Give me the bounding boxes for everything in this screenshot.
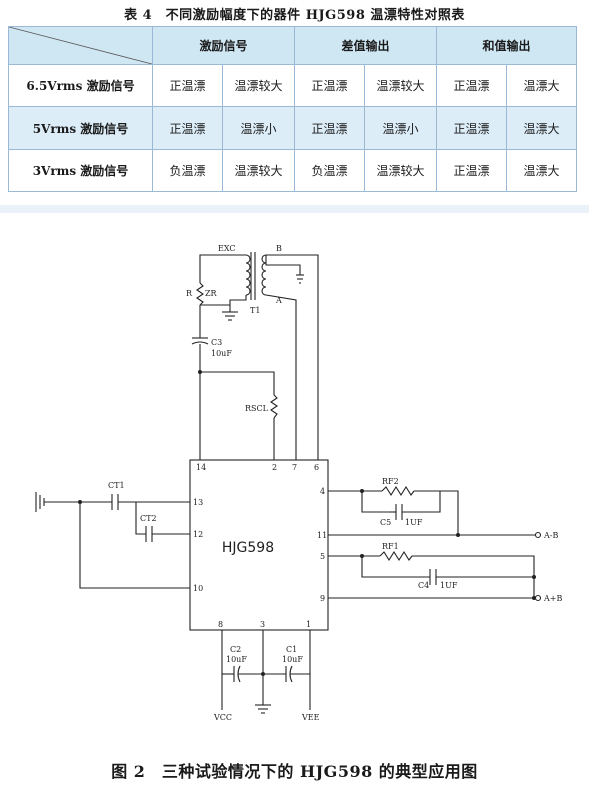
- pin-number: 5: [320, 552, 325, 561]
- table-cell: 温漂较大: [221, 149, 296, 192]
- output-a-minus-b-label: A-B: [543, 531, 558, 540]
- chip-label: HJG598: [222, 540, 274, 556]
- junction-dot: [360, 554, 364, 558]
- c1-label: C1: [286, 645, 297, 654]
- row-label: 5Vrms 激励信号: [8, 106, 153, 150]
- pin-number: 12: [193, 530, 203, 539]
- pin-number: 10: [193, 584, 203, 593]
- table-cell: 负温漂: [152, 149, 223, 192]
- resistor-rf2: [381, 485, 415, 497]
- row-label: 6.5Vrms 激励信号: [8, 64, 153, 107]
- pin-number: 1: [306, 620, 311, 629]
- c2-value: 10uF: [226, 655, 247, 664]
- table-cell: 正温漂: [152, 64, 223, 107]
- rscl-label: RSCL: [245, 404, 269, 413]
- junction-dot: [360, 489, 364, 493]
- pin-number: 6: [314, 463, 319, 472]
- vee-label: VEE: [301, 713, 320, 722]
- pin-number: 3: [260, 620, 265, 629]
- table-cell: 温漂小: [221, 106, 296, 150]
- c3-value: 10uF: [211, 349, 232, 358]
- c5-value: 1UF: [405, 518, 423, 527]
- output-a-plus-b-label: A+B: [543, 594, 562, 603]
- junction-dot: [532, 575, 536, 579]
- junction-dot: [198, 370, 202, 374]
- table-cell: 正温漂: [436, 106, 508, 150]
- table-cell: 温漂大: [506, 149, 578, 192]
- table-cell: 温漂小: [364, 106, 438, 150]
- table-row: 5Vrms 激励信号 正温漂 温漂小 正温漂 温漂小 正温漂 温漂大: [8, 106, 578, 150]
- table-cell: 温漂较大: [364, 64, 438, 107]
- c5-label: C5: [380, 518, 391, 527]
- chip-body: [189, 459, 329, 631]
- table-header-row: 激励信号 差值输出 和值输出: [8, 26, 578, 65]
- b-label: B: [276, 244, 282, 253]
- table-cell: 温漂较大: [221, 64, 296, 107]
- header-difference-output: 差值输出: [294, 26, 438, 65]
- transformer-secondary-coil: [261, 254, 267, 296]
- resistor-r: [196, 282, 204, 306]
- table-row: 3Vrms 激励信号 负温漂 温漂较大 负温漂 温漂较大 正温漂 温漂大: [8, 149, 578, 192]
- c1-value: 10uF: [282, 655, 303, 664]
- resistor-rf1: [379, 550, 413, 562]
- table-cell: 正温漂: [436, 149, 508, 192]
- ct1-label: CT1: [108, 481, 125, 490]
- table-section: 表 4 不同激励幅度下的器件 HJG598 温漂特性对照表 激励信号 差值输出 …: [0, 0, 589, 205]
- r-label: R: [186, 289, 193, 298]
- c4-label: C4: [418, 581, 429, 590]
- transformer-primary-coil: [245, 254, 251, 296]
- junction-dot: [261, 672, 265, 676]
- row-label: 3Vrms 激励信号: [8, 149, 153, 192]
- t1-label: T1: [250, 306, 260, 315]
- ct2-label: CT2: [140, 514, 157, 523]
- header-sum-output: 和值输出: [436, 26, 578, 65]
- resistor-rscl: [270, 394, 278, 419]
- pin-number: 4: [320, 487, 325, 496]
- pin-number: 9: [320, 594, 325, 603]
- pin-number: 7: [292, 463, 297, 472]
- table-row: 6.5Vrms 激励信号 正温漂 温漂较大 正温漂 温漂较大 正温漂 温漂大: [8, 64, 578, 107]
- a-label: A: [275, 296, 282, 305]
- rf1-label: RF1: [382, 542, 399, 551]
- pin-number: 2: [272, 463, 277, 472]
- table-cell: 负温漂: [294, 149, 366, 192]
- circuit-diagram: HJG598 14 2 7 6 13 12 10 4 11 5 9 8 3 1 …: [35, 244, 562, 722]
- table-cell: 温漂大: [506, 64, 578, 107]
- table-cell: 正温漂: [436, 64, 508, 107]
- header-excitation: 激励信号: [151, 26, 296, 65]
- c3-label: C3: [211, 338, 222, 347]
- vcc-label: VCC: [213, 713, 232, 722]
- pin-number: 11: [317, 531, 327, 540]
- table-cell: 正温漂: [294, 64, 366, 107]
- junction-dot: [532, 596, 536, 600]
- section-divider: [0, 205, 589, 213]
- table-cell: 温漂较大: [364, 149, 438, 192]
- zr-label: ZR: [205, 289, 218, 298]
- comparison-table: 激励信号 差值输出 和值输出 6.5Vrms 激励信号 正温漂 温漂较大 正温漂…: [8, 26, 578, 192]
- pin-number: 14: [196, 463, 206, 472]
- junction-dot: [78, 500, 82, 504]
- pin-number: 13: [193, 498, 203, 507]
- c2-label: C2: [230, 645, 241, 654]
- exc-label: EXC: [218, 244, 236, 253]
- table-title: 表 4 不同激励幅度下的器件 HJG598 温漂特性对照表: [124, 8, 465, 23]
- table-cell: 正温漂: [294, 106, 366, 150]
- figure-caption: 图 2 三种试验情况下的 HJG598 的典型应用图: [111, 762, 478, 781]
- c4-value: 1UF: [440, 581, 458, 590]
- diagonal-header-cell: [8, 26, 153, 65]
- rf2-label: RF2: [382, 477, 399, 486]
- table-cell: 正温漂: [152, 106, 223, 150]
- table-cell: 温漂大: [506, 106, 578, 150]
- pin-number: 8: [218, 620, 223, 629]
- junction-dot: [456, 533, 460, 537]
